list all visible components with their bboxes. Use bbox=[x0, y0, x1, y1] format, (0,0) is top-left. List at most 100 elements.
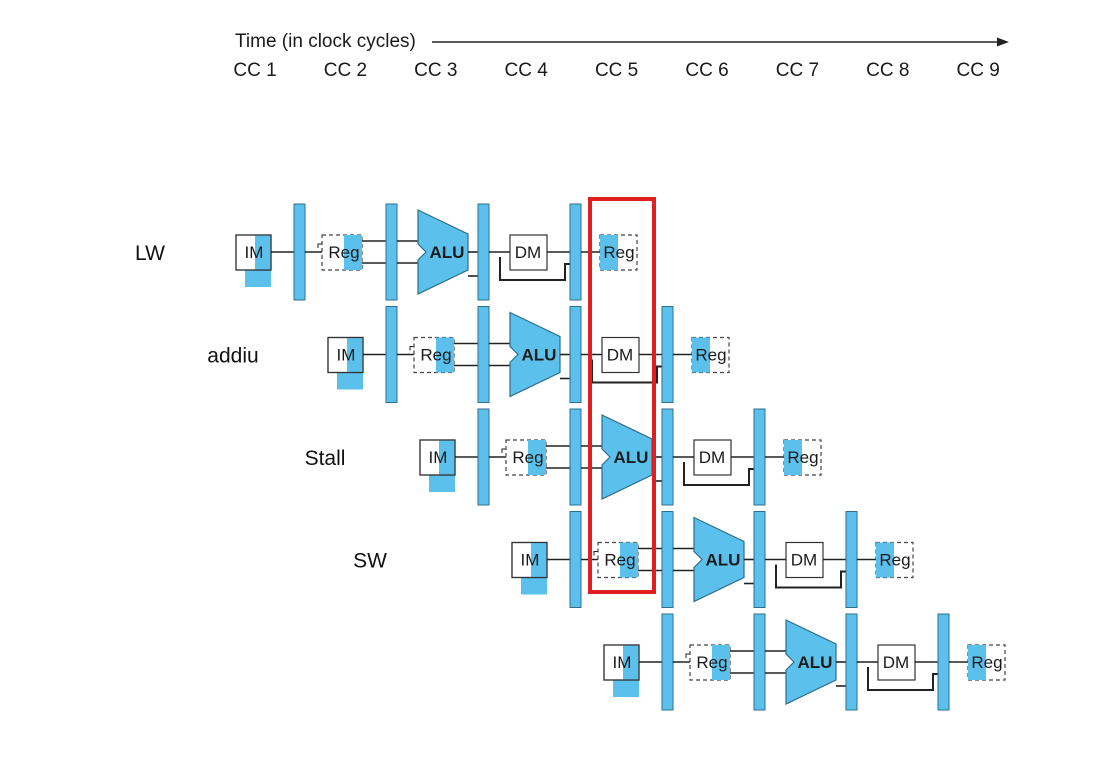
cycle-label: CC 2 bbox=[324, 60, 367, 81]
im-label: IM bbox=[613, 653, 632, 672]
im-label: IM bbox=[521, 551, 540, 570]
datapath-wire bbox=[317, 243, 322, 248]
instruction-label: Stall bbox=[305, 447, 346, 470]
cycle-label: CC 1 bbox=[233, 60, 276, 81]
reg-write-label: Reg bbox=[787, 448, 818, 467]
dm-label: DM bbox=[791, 551, 817, 570]
instruction-row: Stall IM Reg ALU DM Reg bbox=[305, 408, 822, 506]
reg-write-shade bbox=[876, 542, 894, 578]
datapath-wire bbox=[867, 667, 938, 691]
alu-shape bbox=[417, 209, 469, 295]
alu-shape bbox=[509, 311, 561, 398]
reg-read-shade bbox=[712, 645, 730, 680]
pipeline-register bbox=[845, 613, 858, 711]
cycle-label: CC 6 bbox=[685, 60, 728, 81]
pipeline-register bbox=[753, 511, 766, 608]
datapath-wire bbox=[593, 551, 598, 556]
alu-shape bbox=[785, 619, 837, 705]
alu-label: ALU bbox=[798, 653, 833, 672]
im-box-shade bbox=[623, 645, 639, 680]
reg-read-shade bbox=[436, 337, 454, 373]
cycle-label: CC 4 bbox=[505, 60, 549, 81]
datapath-wire bbox=[683, 462, 754, 486]
reg-write-shade bbox=[968, 645, 986, 680]
datapath-wire bbox=[499, 257, 570, 281]
im-box-shade bbox=[255, 235, 271, 270]
reg-read-label: Reg bbox=[328, 243, 359, 262]
reg-read-label: Reg bbox=[512, 448, 543, 467]
datapath-wire bbox=[501, 448, 506, 453]
cycle-labels: CC 1 CC 2 CC 3 CC 4 CC 5 CC 6 CC 7 CC 8 CC 9 bbox=[233, 60, 999, 81]
datapath-wire bbox=[409, 346, 414, 351]
pipeline-register bbox=[477, 203, 490, 301]
reg-write-label: Reg bbox=[695, 346, 726, 365]
dm-box bbox=[785, 541, 824, 579]
dm-label: DM bbox=[883, 653, 909, 672]
time-axis-label: Time (in clock cycles) bbox=[235, 31, 416, 52]
instruction-row: IM Reg ALU DM Reg bbox=[603, 613, 1006, 711]
instruction-label: SW bbox=[353, 550, 387, 573]
pipeline-register bbox=[293, 203, 306, 301]
pipeline-register bbox=[569, 203, 582, 301]
pipeline-register bbox=[569, 306, 582, 403]
reg-write-label: Reg bbox=[971, 653, 1002, 672]
reg-write-shade bbox=[784, 440, 802, 475]
reg-write-label: Reg bbox=[603, 243, 634, 262]
cycle-label: CC 7 bbox=[776, 60, 819, 81]
alu-label: ALU bbox=[430, 243, 465, 262]
alu-shape bbox=[693, 516, 745, 603]
reg-read-label: Reg bbox=[696, 653, 727, 672]
pipeline-register bbox=[937, 613, 950, 711]
highlight-layer bbox=[588, 197, 656, 594]
im-label: IM bbox=[245, 243, 264, 262]
dm-label: DM bbox=[699, 448, 725, 467]
pipeline-register bbox=[661, 408, 674, 506]
dm-box bbox=[601, 336, 640, 374]
reg-read-shade bbox=[528, 440, 546, 475]
pipeline-register bbox=[661, 306, 674, 403]
reg-read-shade bbox=[344, 235, 362, 270]
reg-read-label: Reg bbox=[604, 551, 635, 570]
cycle-label: CC 3 bbox=[414, 60, 457, 81]
cycle-label: CC 8 bbox=[866, 60, 909, 81]
pipeline-register bbox=[753, 613, 766, 711]
time-axis-arrowhead bbox=[997, 37, 1009, 47]
im-label: IM bbox=[337, 346, 356, 365]
pipeline-register bbox=[569, 408, 582, 506]
im-box-shade bbox=[347, 337, 363, 373]
instruction-row: LW IM Reg ALU DM Reg bbox=[135, 203, 638, 301]
stall-highlight-box bbox=[588, 197, 656, 594]
datapath-wire bbox=[685, 653, 690, 658]
alu-label: ALU bbox=[706, 551, 741, 570]
reg-write-shade bbox=[600, 235, 618, 270]
instruction-label: LW bbox=[135, 242, 165, 265]
pipeline-register bbox=[661, 511, 674, 608]
dm-label: DM bbox=[607, 346, 633, 365]
pipeline-register bbox=[845, 511, 858, 608]
pipeline-register bbox=[477, 408, 490, 506]
pipeline-register bbox=[569, 511, 582, 608]
im-box-shade bbox=[531, 542, 547, 578]
datapath-wire bbox=[775, 564, 846, 589]
reg-write-shade bbox=[692, 337, 710, 373]
cycle-label: CC 5 bbox=[595, 60, 638, 81]
reg-read-shade bbox=[620, 542, 638, 578]
cycle-label: CC 9 bbox=[957, 60, 1000, 81]
alu-label: ALU bbox=[614, 448, 649, 467]
dm-label: DM bbox=[515, 243, 541, 262]
dm-box bbox=[509, 234, 548, 271]
pipeline-register bbox=[753, 408, 766, 506]
alu-label: ALU bbox=[522, 346, 557, 365]
dm-box bbox=[693, 439, 732, 476]
pipeline-register bbox=[385, 203, 398, 301]
im-box-shade bbox=[439, 440, 455, 475]
pipeline-register bbox=[477, 306, 490, 403]
pipeline-register bbox=[385, 306, 398, 403]
reg-read-label: Reg bbox=[420, 346, 451, 365]
im-label: IM bbox=[429, 448, 448, 467]
pipeline-register bbox=[661, 613, 674, 711]
